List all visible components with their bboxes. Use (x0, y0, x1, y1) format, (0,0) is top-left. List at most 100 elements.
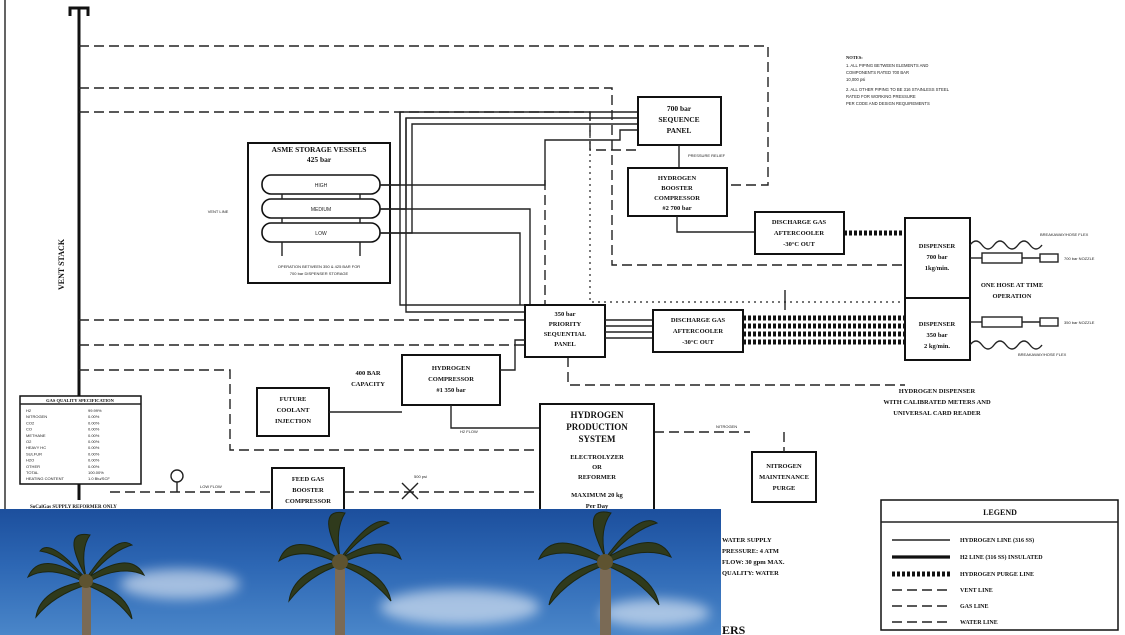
aftercooler1-line1: DISCHARGE GAS (772, 219, 827, 226)
vent-lines (79, 45, 905, 451)
disp700-line3: 1kg/min. (925, 265, 950, 272)
storage-to-panel-lines (380, 111, 638, 313)
capacity-line1: 400 BAR (355, 370, 380, 377)
gas-table-component: O2 (26, 439, 32, 444)
seq-700-line3: PANEL (667, 126, 692, 135)
asme-title: ASME STORAGE VESSELS (272, 145, 367, 154)
vent-line-side-label: VENT LINE (208, 209, 229, 214)
gas-table-value: 0.00% (88, 420, 100, 425)
seq350-line4: PANEL (554, 341, 576, 348)
feed-line3: COMPRESSOR (285, 498, 331, 505)
comp1-line3: #1 350 bar (436, 387, 465, 394)
disp350-line1: DISPENSER (919, 321, 956, 328)
feed-line1: FEED GAS (292, 476, 325, 483)
disp700-line2: 700 bar (926, 254, 947, 261)
gas-table-component: SULFUR (26, 451, 42, 456)
prod-line4: ELECTROLYZER (570, 454, 624, 461)
palm-tree-right (537, 511, 673, 635)
notes-block: NOTES: 1. ALL PIPING BETWEEN ELEMENTS AN… (846, 55, 950, 106)
aftercooler1-line3: -30°C OUT (783, 241, 815, 248)
dispenser-caption: HYDROGEN DISPENSER WITH CALIBRATED METER… (883, 388, 991, 417)
gas-table-component: METHANE (26, 433, 46, 438)
legend-title: LEGEND (983, 508, 1017, 517)
asme-storage-group: ASME STORAGE VESSELS 425 bar HIGH MEDIUM… (208, 142, 391, 284)
legend: LEGEND HYDROGEN LINE (316 SS) H2 LINE (3… (880, 499, 1119, 631)
legend-item-purge: HYDROGEN PURGE LINE (960, 572, 1034, 578)
disp-caption-1: HYDROGEN DISPENSER (899, 388, 976, 395)
gas-table-value: 0.00% (88, 439, 100, 444)
disp-caption-3: UNIVERSAL CARD READER (893, 410, 981, 417)
water-line4: QUALITY: WATER (722, 570, 779, 577)
feed-line2: BOOSTER (292, 487, 324, 494)
legend-item-water: WATER LINE (960, 620, 998, 626)
nitrogen-line1: NITROGEN (766, 463, 802, 470)
notes-title: NOTES: (846, 55, 863, 60)
water-line1: WATER SUPPLY (722, 537, 772, 544)
gas-table-component: TOTAL (26, 470, 39, 475)
legend-item-hydrogen-line: HYDROGEN LINE (316 SS) (960, 537, 1034, 544)
future-coolant: FUTURE COOLANT INJECTION (256, 387, 402, 437)
aftercooler2-line2: AFTERCOOLER (673, 328, 724, 335)
notes-n1-l3: 10,000 psi (846, 77, 865, 82)
seq-700-line2: SEQUENCE (658, 115, 699, 124)
seq350-line3: SEQUENTIAL (544, 331, 587, 338)
booster2-line4: #2 700 bar (662, 205, 691, 212)
sequence-panel-700: 700 bar SEQUENCE PANEL PRESSURE RELIEF (637, 96, 726, 168)
comp1-line2: COMPRESSOR (428, 376, 474, 383)
compressor-1: 400 BAR CAPACITY HYDROGEN COMPRESSOR #1 … (351, 339, 540, 429)
coolant-line1: FUTURE (280, 396, 307, 403)
notes-n1-l1: 1. ALL PIPING BETWEEN ELEMENTS AND (846, 63, 928, 68)
asme-note-2: 700 bar DISPENSER STORAGE (290, 271, 349, 276)
prod-line6: REFORMER (578, 474, 616, 481)
hose-label-breakaway-top: BREAKAWAY/HOSE FLEX (1040, 232, 1089, 237)
gas-table-value: 0.00% (88, 427, 100, 432)
asme-pressure: 425 bar (307, 155, 332, 164)
seq-700-note: PRESSURE RELIEF (688, 153, 726, 158)
booster2-line3: COMPRESSOR (654, 195, 700, 202)
gas-table-value: 0.00% (88, 433, 100, 438)
disp350-line2: 350 bar (926, 332, 947, 339)
gas-table-title: GAS QUALITY SPECIFICATION (46, 398, 115, 403)
hydrogen-production: HYDROGEN PRODUCTION SYSTEM ELECTROLYZER … (460, 403, 655, 515)
palm-tree-left (26, 533, 146, 635)
comp1-line1: HYDROGEN (432, 365, 471, 372)
booster2-line2: BOOSTER (661, 185, 693, 192)
legend-item-insulated: H2 LINE (316 SS) INSULATED (960, 554, 1043, 561)
gas-table-value: 0.00% (88, 445, 100, 450)
gas-table-value: 1.0 Btu/SCF (88, 476, 110, 481)
gas-table-component: HEATING CONTENT (26, 476, 64, 481)
hose-label-breakaway-bottom: BREAKAWAY/HOSE FLEX (1018, 352, 1067, 357)
nitrogen-note: NITROGEN (716, 424, 737, 429)
gas-table-component: NITROGEN (26, 414, 47, 419)
nitrogen-purge: NITROGEN MAINTENANCE PURGE NITROGEN (716, 424, 817, 503)
notes-n2-l2: RATED FOR WORKING PRESSURE (846, 94, 916, 99)
gas-table-component: CO (26, 427, 32, 432)
aftercooler2-line3: -30°C OUT (682, 339, 714, 346)
gas-table-value: 0.00% (88, 458, 100, 463)
notes-n2-l3: PER CODE AND DESIGN REQUIREMENTS (846, 101, 930, 106)
prod-line1: HYDROGEN (570, 410, 624, 420)
seq350-line2: PRIORITY (549, 321, 582, 328)
gas-table-component: HEAVY HC (26, 445, 46, 450)
hose-label-nozzle-bottom: 350 bar NOZZLE (1064, 320, 1095, 325)
feed-gas-booster: FEED GAS BOOSTER COMPRESSOR 500 psi LOW … (30, 467, 540, 513)
notes-n2-l1: 2. ALL OTHER PIPING TO BE 316 STAINLESS … (846, 87, 950, 92)
gas-table-component: H2O (26, 458, 34, 463)
gas-table-component: H2 (26, 408, 32, 413)
nitrogen-line3: PURGE (773, 485, 796, 492)
hose-label-nozzle-top: 700 bar NOZZLE (1064, 256, 1095, 261)
vessel-low-label: LOW (315, 231, 327, 237)
coolant-line3: INJECTION (275, 418, 311, 425)
prod-line8: Per Day (586, 503, 609, 510)
gas-flow-note: 500 psi (414, 474, 427, 479)
palm-tree-photo (0, 509, 721, 635)
booster2-line1: HYDROGEN (658, 175, 697, 182)
h2-flow-note: H2 FLOW (460, 429, 478, 434)
prod-line5: OR (592, 464, 602, 471)
nitrogen-line2: MAINTENANCE (759, 474, 809, 481)
prod-line3: SYSTEM (578, 434, 616, 444)
palm-tree-middle (278, 511, 402, 635)
vent-stack-label: VENT STACK (57, 238, 66, 290)
feed-note: LOW FLOW (200, 484, 222, 489)
